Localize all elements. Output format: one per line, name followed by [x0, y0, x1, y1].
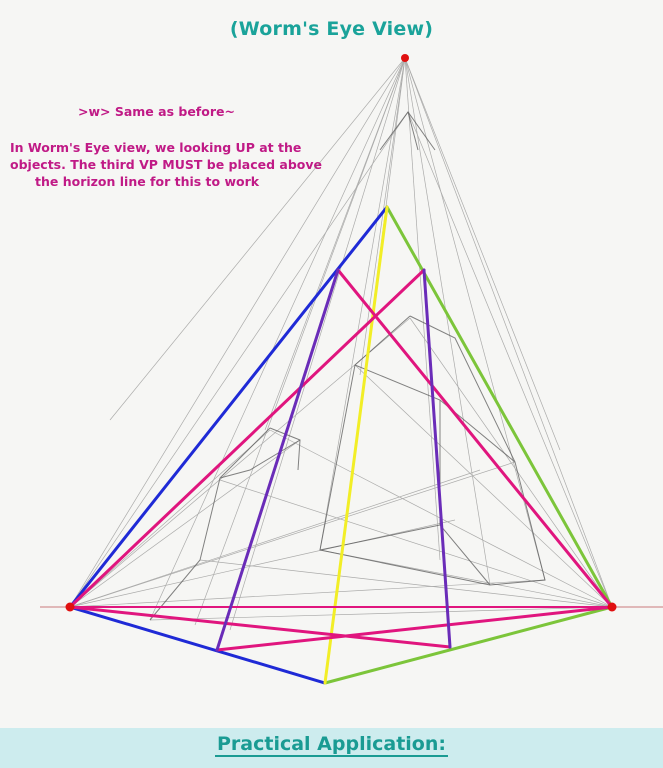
blue-line [68, 605, 327, 685]
note-same-as-before: >w> Same as before~ [78, 104, 235, 119]
purple-line [422, 268, 452, 649]
blue-line [68, 205, 389, 609]
purple-line [215, 268, 340, 652]
colored-lines [68, 205, 614, 685]
note-line: the horizon line for this to work [35, 174, 260, 189]
footer-banner: Practical Application: [0, 728, 663, 768]
note-worms-eye-explanation: In Worm's Eye view, we looking UP at the… [8, 139, 353, 190]
vanishing-point-right [607, 602, 617, 612]
green-line [323, 605, 614, 685]
vanishing-point-left [65, 602, 75, 612]
pencil-box-outlines [149, 111, 546, 621]
magenta-line [68, 605, 452, 649]
perspective-diagram [40, 54, 663, 685]
magenta-line [336, 268, 614, 609]
note-line: objects. The third VP MUST be placed abo… [10, 157, 322, 172]
note-line: In Worm's Eye view, we looking UP at the [10, 140, 302, 155]
footer-title-text: Practical Application: [215, 733, 448, 757]
footer-title: Practical Application: [0, 733, 663, 757]
drawing-canvas: (Worm's Eye View) >w> Same as before~ In… [8, 18, 663, 685]
magenta-line [215, 605, 614, 652]
page-title: (Worm's Eye View) [229, 18, 434, 40]
green-line [385, 205, 614, 609]
pencil-construction-lines [69, 57, 613, 684]
magenta-line [68, 268, 426, 609]
yellow-line [323, 205, 389, 685]
vanishing-point-top [401, 54, 409, 62]
